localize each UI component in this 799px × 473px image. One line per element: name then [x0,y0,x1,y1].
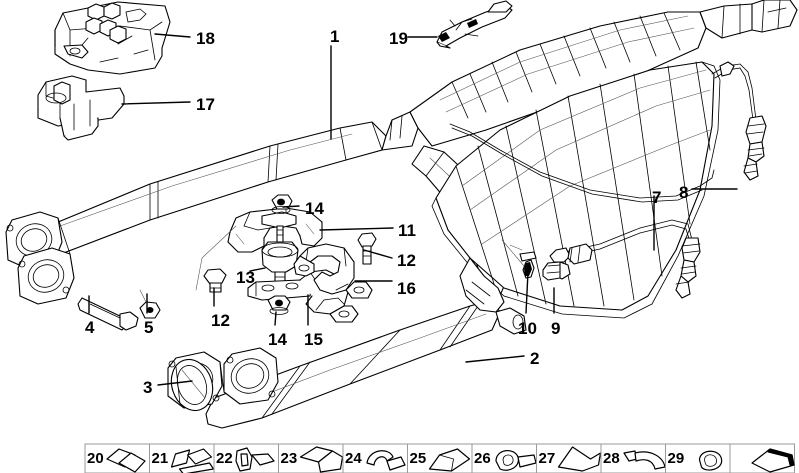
thumbnail-number-24[interactable]: 24 [345,450,362,467]
callout-leader-lines [88,33,738,386]
callout-label-14[interactable]: 14 [305,199,324,218]
callout-label-7[interactable]: 7 [652,188,662,207]
callout-label-15[interactable]: 15 [304,330,323,349]
callout-label-13[interactable]: 13 [236,268,255,287]
part-12-bolt-left [203,268,227,293]
callout-leader-12 [363,249,393,259]
callout-leader-2 [465,355,525,363]
thumbnail-glyph-23 [299,446,344,473]
callout-label-12[interactable]: 12 [397,251,416,270]
part-12-bolt-right [357,232,377,265]
callout-leader-11 [319,227,394,231]
part-3-sealing-ring [170,358,214,412]
callout-label-9[interactable]: 9 [551,319,561,338]
thumbnail-glyph-28 [623,450,666,470]
callout-leader-14b [274,311,277,326]
callout-label-4[interactable]: 4 [85,318,95,337]
thumbnail-glyph-29 [698,450,723,471]
part-8-oxygen-sensor-monitoring [711,61,767,181]
callout-label-12b[interactable]: 12 [211,311,230,330]
front-flange-pair [5,211,75,305]
part-7-oxygen-sensor-control [509,219,701,299]
main-catalytic-converter [431,61,721,335]
callout-leader-18 [154,33,191,38]
thumbnail-number-29[interactable]: 29 [667,450,685,467]
thumbnail-number-25[interactable]: 25 [409,450,427,467]
callout-leader-3 [157,380,193,386]
thumbnail-glyph-26 [495,450,537,471]
sensor-harness [449,123,715,203]
thumbnail-number-23[interactable]: 23 [280,450,298,467]
part-5-nut [139,289,161,319]
part-10-clamping-bush [501,239,535,279]
callout-label-10[interactable]: 10 [518,319,537,338]
thumbnail-number-21[interactable]: 21 [151,450,169,467]
callout-label-8[interactable]: 8 [679,183,689,202]
part-14-nut-lower [267,295,291,315]
callout-leader-10 [525,271,529,314]
thumbnail-glyph-25 [428,448,471,472]
thumbnail-number-26[interactable]: 26 [474,450,491,467]
part-11-support-bracket [195,207,323,291]
thumbnail-glyph-20 [106,448,146,473]
part-19-clip [436,0,513,49]
thumbnail-number-20[interactable]: 20 [87,450,104,467]
part-16-pipe-clamp [293,243,373,299]
callout-label-5[interactable]: 5 [144,318,154,337]
part-9-bolt [542,261,571,281]
thumbnail-number-27[interactable]: 27 [538,450,556,467]
callout-label-18[interactable]: 18 [196,29,215,48]
part-18-heat-shield [54,1,171,75]
thumbnail-strip-graphics [84,443,795,473]
part-1-front-pipe-catalyst [21,0,798,263]
part-17-bracket [37,75,125,141]
callout-label-14b[interactable]: 14 [268,330,287,349]
callout-leader-14 [282,205,300,208]
callout-label-3[interactable]: 3 [143,378,153,397]
part-13-rubber-mounting [261,225,299,285]
part-4-bolt [77,297,139,331]
callout-leader-13 [249,267,266,272]
callout-label-1[interactable]: 1 [330,27,340,46]
callout-label-17[interactable]: 17 [196,95,215,114]
thumbnail-glyph-24 [366,450,406,471]
thumbnail-number-22[interactable]: 22 [216,450,233,467]
callout-label-16[interactable]: 16 [397,279,416,298]
callout-leader-17 [121,101,191,105]
callout-label-19[interactable]: 19 [389,29,408,48]
callout-label-11[interactable]: 11 [398,221,416,240]
thumbnail-number-28[interactable]: 28 [603,450,620,467]
thumbnail-cell-border [729,443,795,473]
thumbnail-glyph-extra [751,448,795,473]
thumbnail-glyph-22 [235,447,275,472]
part-14-nut-upper [271,194,293,214]
callout-label-2[interactable]: 2 [530,349,540,368]
thumbnail-strip[interactable]: 20 21 22 23 24 25 26 27 28 29 [0,444,799,473]
